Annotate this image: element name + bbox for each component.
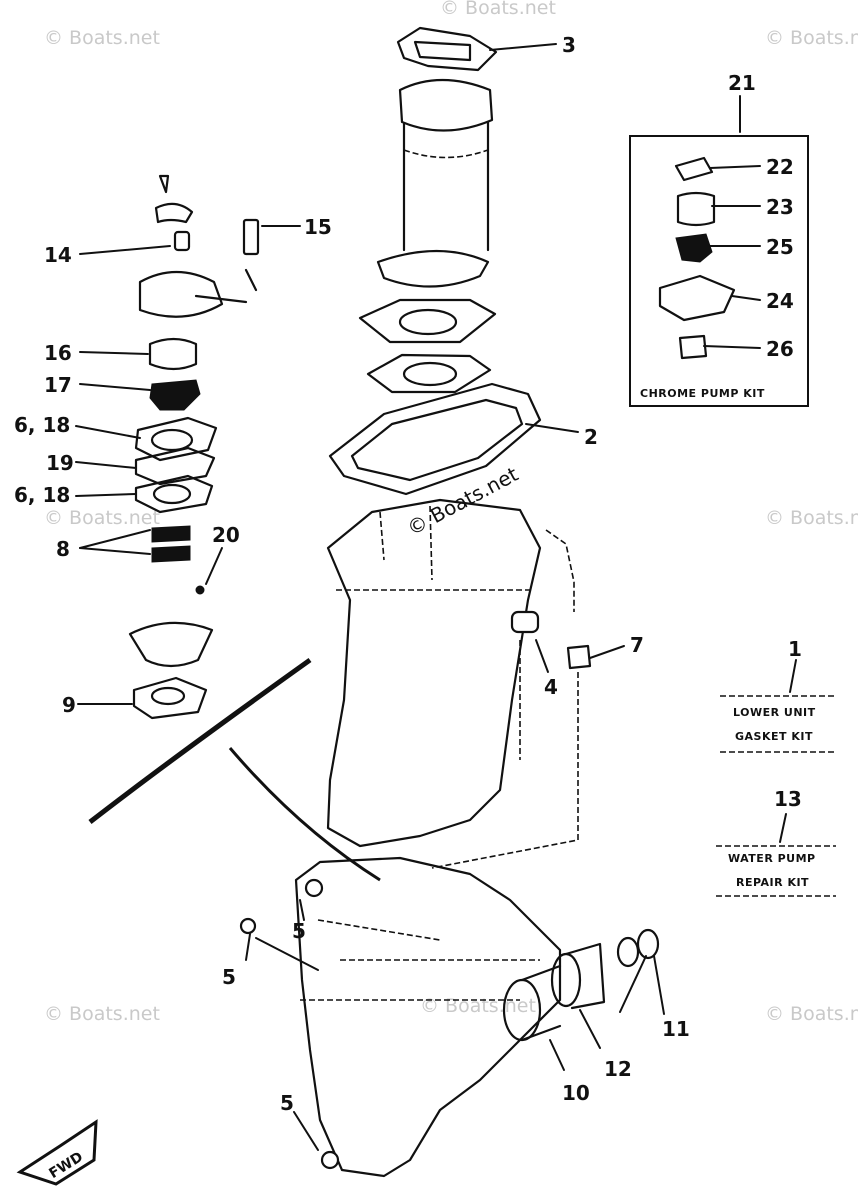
gasket-stack (328, 298, 542, 496)
gasket-kit-text: GASKET KIT (735, 730, 813, 743)
callout-24: 24 (766, 289, 794, 313)
callout-9: 9 (62, 693, 76, 717)
part-17-impeller (149, 379, 201, 411)
water-pump-repair-kit-legend: WATER PUMP REPAIR KIT (716, 845, 836, 897)
callout-4: 4 (544, 675, 558, 699)
tube-parts (431, 529, 592, 869)
bearing-parts (502, 928, 660, 1042)
callout-7: 7 (630, 633, 644, 657)
part-14 (173, 230, 191, 252)
watermark: © Boats.net (765, 27, 858, 49)
lower-gasket-2 (328, 382, 542, 496)
routing-wire-2 (228, 747, 381, 882)
callout-16: 16 (44, 341, 72, 365)
callout-12: 12 (604, 1057, 632, 1081)
callout-2: 2 (584, 425, 598, 449)
callout-19: 19 (46, 451, 74, 475)
leader-lines (75, 43, 797, 1151)
watermarks: © Boats.net © Boats.net © Boats.net © Bo… (44, 0, 858, 1025)
water-pump-text: WATER PUMP (728, 852, 816, 865)
callout-26: 26 (766, 337, 794, 361)
callout-25: 25 (766, 235, 794, 259)
watermark: © Boats.net (44, 1003, 160, 1025)
screws (239, 878, 340, 1170)
part-9-gasket (132, 676, 208, 720)
callout-23: 23 (766, 195, 794, 219)
repair-kit-text: REPAIR KIT (736, 876, 809, 889)
fwd-arrow: FWD (16, 1119, 98, 1186)
callout-8: 8 (56, 537, 70, 561)
part-15-bolt (242, 218, 260, 256)
callout-numbers: 1 2 3 4 5 5 5 6, 18 6, 18 7 8 9 10 11 12… (14, 33, 802, 1115)
callout-6-18a: 6, 18 (14, 413, 70, 437)
callout-13: 13 (774, 787, 802, 811)
callout-22: 22 (766, 155, 794, 179)
watermark: © Boats.net (44, 27, 160, 49)
watermark: © Boats.net (440, 0, 556, 19)
watermark: © Boats.net (765, 507, 858, 529)
callout-11: 11 (662, 1017, 690, 1041)
part-4 (510, 610, 540, 634)
water-pump-parts (128, 174, 260, 720)
chrome-pump-kit-label: CHROME PUMP KIT (640, 387, 765, 400)
callout-5a: 5 (292, 919, 306, 943)
part-16-cup (148, 337, 198, 371)
callout-1: 1 (788, 637, 802, 661)
chrome-pump-kit-box: CHROME PUMP KIT (629, 135, 809, 407)
callout-5c: 5 (280, 1091, 294, 1115)
lower-unit-text: LOWER UNIT (733, 706, 816, 719)
callout-17: 17 (44, 373, 72, 397)
water-tube-assembly (376, 26, 498, 288)
lower-unit-gasket-kit-legend: LOWER UNIT GASKET KIT (720, 695, 836, 753)
watermark: © Boats.net (420, 995, 536, 1017)
watermark: © Boats.net (765, 1003, 858, 1025)
routing-wire (88, 657, 312, 824)
callout-3: 3 (562, 33, 576, 57)
callout-10: 10 (562, 1081, 590, 1105)
part-7 (566, 644, 592, 670)
callout-21: 21 (728, 71, 756, 95)
callout-6-18b: 6, 18 (14, 483, 70, 507)
callout-5b: 5 (222, 965, 236, 989)
lower-unit-casing (294, 498, 562, 1178)
callout-14: 14 (44, 243, 72, 267)
watermark: © Boats.net (44, 507, 160, 529)
callout-20: 20 (212, 523, 240, 547)
callout-15: 15 (304, 215, 332, 239)
